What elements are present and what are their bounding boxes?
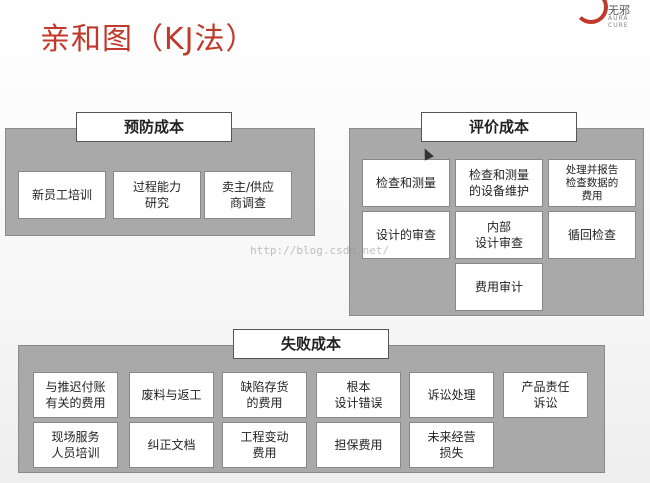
card-litigation-handling: 诉讼处理 — [409, 372, 494, 418]
card-inspection-data-cost: 处理并报告 检查数据的 费用 — [548, 159, 636, 207]
group-label-failure-cost: 失败成本 — [233, 329, 389, 359]
card-future-business-loss: 未来经营 损失 — [409, 422, 494, 468]
card-inspection-measurement: 检查和测量 — [362, 159, 450, 207]
group-prevention-cost: 新员工培训 过程能力 研究 卖主/供应 商调查 — [5, 128, 315, 236]
card-equipment-maintenance: 检查和测量 的设备维护 — [455, 159, 543, 207]
card-patrol-inspection: 循回检查 — [548, 211, 636, 259]
card-cost-audit: 费用审计 — [455, 263, 543, 311]
watermark: http://blog.csdn.net/ — [250, 244, 390, 257]
group-failure-cost: 与推迟付账 有关的费用 废料与返工 缺陷存货 的费用 根本 设计错误 诉讼处理 … — [18, 345, 605, 473]
card-warranty-cost: 担保费用 — [316, 422, 401, 468]
card-late-payment-costs: 与推迟付账 有关的费用 — [33, 372, 118, 418]
logo-subtext: AURA CURE — [608, 15, 629, 29]
card-supplier-survey: 卖主/供应 商调查 — [204, 171, 292, 219]
logo-mark-icon — [574, 0, 608, 24]
group-appraisal-cost: 检查和测量 检查和测量 的设备维护 处理并报告 检查数据的 费用 设计的审查 内… — [349, 128, 644, 316]
card-new-employee-training: 新员工培训 — [18, 171, 106, 219]
card-scrap-rework: 废料与返工 — [129, 372, 214, 418]
group-label-appraisal-cost: 评价成本 — [421, 112, 577, 142]
page-title: 亲和图（KJ法） — [40, 22, 257, 57]
card-corrective-documents: 纠正文档 — [129, 422, 214, 468]
logo-text: 无邪 — [608, 4, 630, 17]
card-fundamental-design-error: 根本 设计错误 — [316, 372, 401, 418]
brand-logo: 无邪 AURA CURE — [570, 0, 650, 29]
card-field-service-training: 现场服务 人员培训 — [33, 422, 118, 468]
card-design-review: 设计的审查 — [362, 211, 450, 259]
card-defective-inventory-cost: 缺陷存货 的费用 — [222, 372, 307, 418]
card-internal-design-review: 内部 设计审查 — [455, 211, 543, 259]
card-product-liability-litigation: 产品责任 诉讼 — [503, 372, 588, 418]
card-process-capability-study: 过程能力 研究 — [113, 171, 201, 219]
card-engineering-change-cost: 工程变动 费用 — [222, 422, 307, 468]
group-label-prevention-cost: 预防成本 — [76, 112, 232, 142]
